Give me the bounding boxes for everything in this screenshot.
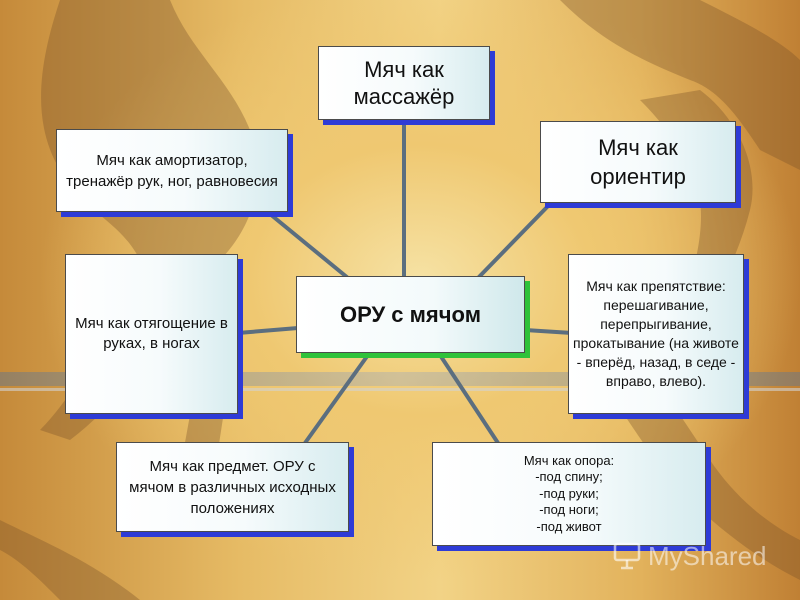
node-support-item: -под живот xyxy=(536,518,602,534)
node-obstacle-text: Мяч как препятствие: перешагивание, пере… xyxy=(573,278,739,389)
node-massager-text: Мяч как массажёр xyxy=(353,57,455,109)
node-weight-text: Мяч как отягощение в руках, в ногах xyxy=(75,315,228,352)
connector-landmark xyxy=(476,202,552,280)
node-center-text: ОРУ с мячом xyxy=(340,301,481,327)
node-support: Мяч как опора: -под спину; -под руки; -п… xyxy=(432,442,706,546)
watermark-text: MyShared xyxy=(648,540,767,571)
connector-support xyxy=(438,353,500,445)
node-shock-absorber-text: Мяч как амортизатор, тренажёр рук, ног, … xyxy=(66,151,278,190)
node-weight: Мяч как отягощение в руках, в ногах xyxy=(65,254,238,414)
connector-obstacle xyxy=(524,328,573,335)
node-landmark-text: Мяч как ориентир xyxy=(590,135,686,189)
node-landmark: Мяч как ориентир xyxy=(540,121,736,203)
node-support-item: -под спину; xyxy=(535,469,603,485)
decorative-stripe-thin xyxy=(0,388,800,391)
node-shock-absorber: Мяч как амортизатор, тренажёр рук, ног, … xyxy=(56,129,288,212)
node-massager: Мяч как массажёр xyxy=(318,46,490,120)
node-center: ОРУ с мячом xyxy=(296,276,525,353)
node-support-item: -под руки; xyxy=(539,485,599,501)
node-object: Мяч как предмет. ОРУ с мячом в различных… xyxy=(116,442,349,532)
connector-weight xyxy=(237,326,299,335)
node-support-item: -под ноги; xyxy=(539,502,599,518)
watermark: MyShared xyxy=(612,538,772,574)
presentation-icon xyxy=(613,542,641,570)
node-obstacle: Мяч как препятствие: перешагивание, пере… xyxy=(568,254,744,414)
node-object-text: Мяч как предмет. ОРУ с мячом в различных… xyxy=(129,457,336,517)
connector-shock-absorber xyxy=(268,212,350,280)
connector-object xyxy=(303,353,370,445)
node-support-title: Мяч как опора: xyxy=(523,452,615,468)
